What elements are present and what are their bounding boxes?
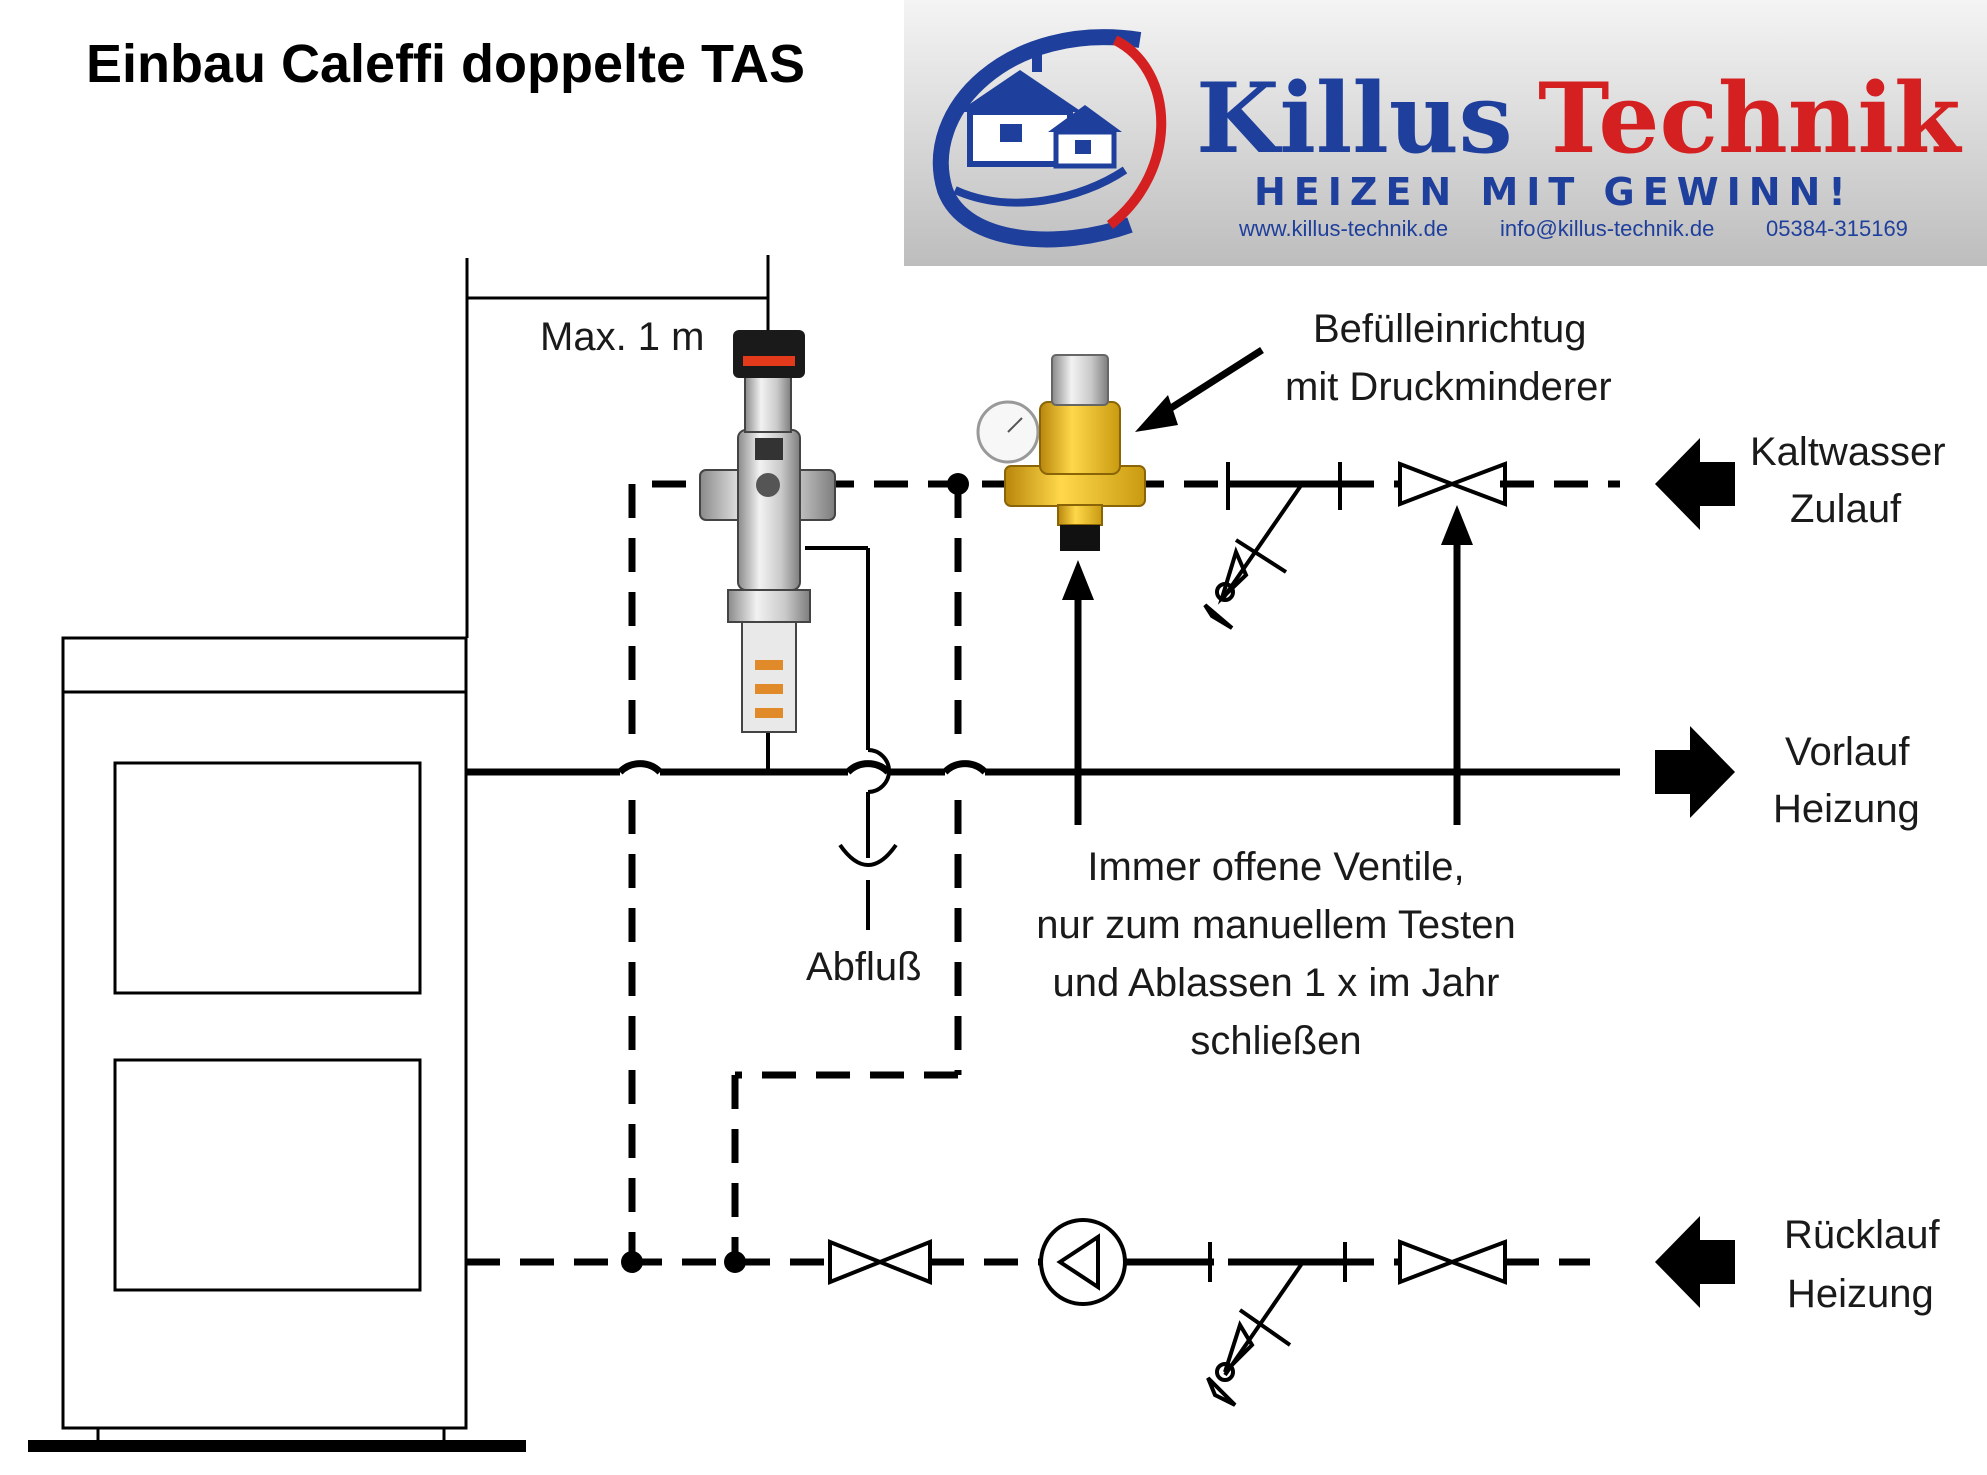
boiler-lower-panel: [113, 1058, 422, 1292]
note-line4: schließen: [1190, 1019, 1361, 1063]
pointer-arrows: [1062, 505, 1473, 825]
company-logo: Killus Technik HEIZEN MIT GEWINN! www.ki…: [904, 0, 1987, 266]
return-inlet-arrow: [1655, 1216, 1735, 1308]
house-swoosh-icon: [932, 29, 1167, 248]
return-gate-valve-2: [1398, 1239, 1507, 1285]
boiler: [28, 636, 526, 1452]
return-gate-valve-1: [828, 1239, 932, 1285]
return-label-line2: Heizung: [1787, 1272, 1934, 1316]
cold-water-pipe: [652, 473, 1620, 495]
flow-pipe: [466, 760, 1620, 776]
cold-water-label-line1: Kaltwasser: [1750, 430, 1946, 474]
flow-outlet-arrow: [1655, 726, 1735, 818]
tas-cap: [733, 330, 805, 378]
return-junction-2: [724, 1251, 746, 1273]
circulation-pump-icon: [1039, 1218, 1127, 1306]
floor-line: [28, 1440, 526, 1452]
drain-label: Abfluß: [806, 945, 922, 989]
note-line1: Immer offene Ventile,: [1087, 845, 1464, 889]
return-label-line1: Rücklauf: [1784, 1213, 1941, 1257]
tas-sensor-lines: [628, 484, 962, 1262]
tas-thermal-discharge-valve: [699, 330, 836, 772]
flow-label-line1: Vorlauf: [1785, 730, 1910, 774]
return-junction-1: [621, 1251, 643, 1273]
note-line2: nur zum manuellem Testen: [1036, 903, 1516, 947]
page-title: Einbau Caleffi doppelte TAS: [86, 34, 805, 94]
logo-slogan: HEIZEN MIT GEWINN!: [1254, 170, 1854, 214]
tas-red-band: [743, 356, 795, 366]
filling-valve-pressure-reducer: [976, 354, 1146, 551]
note-line3: und Ablassen 1 x im Jahr: [1053, 961, 1500, 1005]
logo-phone: 05384-315169: [1766, 216, 1908, 241]
filling-label-line2: mit Druckminderer: [1285, 365, 1612, 409]
boiler-upper-panel: [113, 761, 422, 995]
return-fill-drain-valve: [1206, 1242, 1347, 1407]
return-pipe: [466, 1251, 1590, 1273]
filling-device-pointer: [1135, 347, 1264, 432]
logo-email: info@killus-technik.de: [1500, 216, 1714, 241]
drain-funnel-icon: [838, 843, 898, 867]
cold-water-inlet-arrow: [1655, 438, 1735, 530]
cold-fill-drain-valve: [1203, 462, 1342, 630]
drain-line: [805, 546, 898, 930]
filling-label-line1: Befülleinrichtug: [1313, 307, 1587, 351]
boiler-body: [61, 636, 468, 1430]
logo-website: www.killus-technik.de: [1238, 216, 1448, 241]
cold-water-label-line2: Zulauf: [1790, 487, 1902, 531]
cold-gate-valve: [1398, 461, 1507, 507]
logo-brand-right: Technik: [1538, 62, 1963, 175]
max-distance-dimension: Max. 1 m: [465, 255, 770, 638]
logo-brand-left: Killus: [1196, 62, 1513, 175]
valve-note: Immer offene Ventile, nur zum manuellem …: [1036, 845, 1516, 1063]
max-distance-label: Max. 1 m: [540, 315, 704, 359]
flow-label-line2: Heizung: [1773, 787, 1920, 831]
